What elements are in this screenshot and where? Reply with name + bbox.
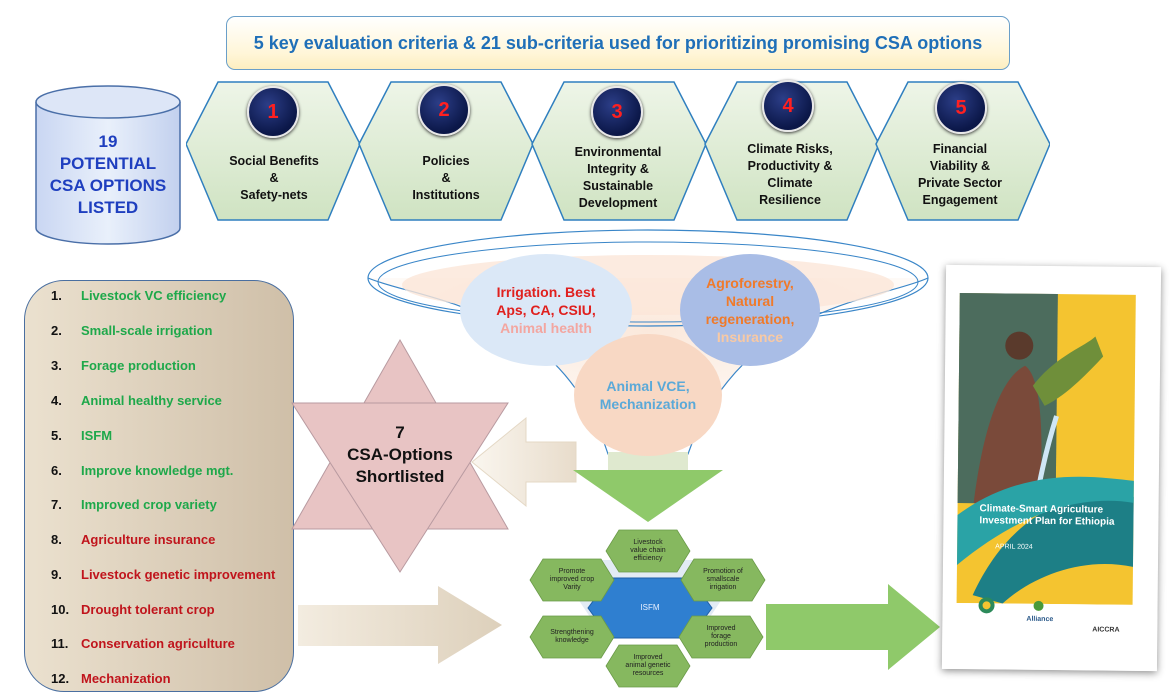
cluster-hex-top [605,529,691,573]
list-item: 8.Agriculture insurance [51,532,216,547]
list-item: 3.Forage production [51,358,196,373]
criteria-hexagons [186,81,1050,221]
options-list-panel [24,280,294,692]
down-arrow [573,470,723,522]
cluster-label-bottom: Improved animal genetic resources [625,654,671,677]
star-label: 7 CSA-Options Shortlisted [347,423,453,486]
cluster-hex-upper-right [680,558,766,602]
cylinder-label: 19 POTENTIAL CSA OPTIONS LISTED [49,132,167,217]
list-item: 1.Livestock VC efficiency [51,288,227,303]
criteria-banner: 5 key evaluation criteria & 21 sub-crite… [226,16,1010,70]
left-arrow [471,416,577,508]
criterion-label-4: Climate Risks, Productivity & Climate Re… [747,142,833,207]
list-item: 4.Animal healthy service [51,393,222,408]
bubble2-text: Agroforestry, Natural regeneration, [705,275,795,327]
funnel-bubble-3: Animal VCE, Mechanization [574,334,722,456]
options-cylinder [35,85,181,245]
list-item: 11.Conservation agriculture [51,636,235,651]
list-item: 10.Drought tolerant crop [51,602,215,617]
cluster-hex-lower-left [529,615,615,659]
criterion-number-4: 4 [762,80,814,132]
criterion-label-1: Social Benefits & Safety-nets [229,153,319,202]
cluster-hex-lower-right [678,615,764,659]
list-item: 7.Improved crop variety [51,497,217,512]
cluster-label-lower-right: Improved forage production [704,625,738,648]
bubble1-text: Irrigation. Best Aps, CA, CSIU, [496,284,596,318]
criterion-number-2: 2 [418,84,470,136]
cluster-label-upper-left: Promote improved crop Varity [549,568,595,591]
list-item: 12.Mechanization [51,671,171,686]
cluster-label-upper-right: Promotion of smallscale irrigation [703,568,743,591]
criterion-label-5: Financial Viability & Private Sector Eng… [917,142,1003,207]
aiccra-logo-text: AICCRA [1092,626,1120,634]
cluster-hex-bottom [605,644,691,688]
list-item: 2.Small-scale irrigation [51,323,213,338]
funnel-bubble-2: Agroforestry, Natural regeneration, Insu… [680,254,820,366]
bubble1-text-faded: Animal health [500,320,592,336]
report-cover: Climate-Smart Agriculture Investment Pla… [941,264,1162,672]
hex-cluster [529,529,766,688]
list-item: 9.Livestock genetic improvement [51,567,276,582]
report-title: Climate-Smart Agriculture Investment Pla… [979,503,1115,528]
criterion-hex-5 [875,81,1050,221]
shortlist-star [291,338,509,573]
list-item: 5.ISFM [51,428,113,443]
bubble2-text-faded: Insurance [716,329,784,345]
banner-title: 5 key evaluation criteria & 21 sub-crite… [253,32,983,53]
right-arrow-tan [298,586,502,664]
alliance-logo-text: Alliance [1026,615,1054,624]
criterion-label-3: Environmental Integrity & Sustainable De… [574,145,662,210]
cluster-label-top: Livestock value chain efficiency [630,539,666,562]
cluster-hex-upper-left [529,558,615,602]
list-item: 6.Improve knowledge mgt. [51,463,234,478]
criterion-number-5: 5 [935,82,987,134]
report-date: APRIL 2024 [995,543,1033,551]
cluster-center-label: ISFM [640,603,660,612]
criterion-number-3: 3 [591,86,643,138]
right-arrow-green [766,584,940,670]
criterion-number-1: 1 [247,86,299,138]
funnel-bubble-1: Irrigation. Best Aps, CA, CSIU, Animal h… [460,254,632,366]
criterion-label-2: Policies & Institutions [412,153,480,202]
cluster-label-lower-left: Strengthening knowledge [550,629,594,644]
report-cover-art [941,293,1158,672]
